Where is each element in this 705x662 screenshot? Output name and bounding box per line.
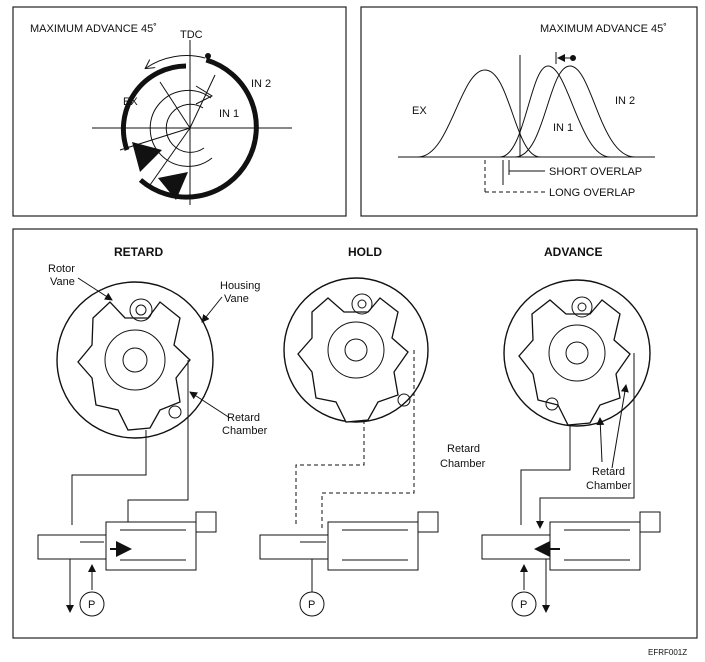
- chamber-label-2: Chamber: [222, 425, 268, 437]
- oil-line-advance-closed: [321, 350, 415, 528]
- connector: [195, 511, 217, 533]
- housing-label: Housing: [220, 280, 260, 292]
- solenoid-body: [105, 521, 197, 571]
- advance-section: ADVANCE Retard Chamber: [481, 245, 661, 617]
- bolt-hole: [545, 397, 559, 411]
- panel-title: MAXIMUM ADVANCE 45˚: [30, 23, 157, 35]
- valve-body: [259, 534, 329, 560]
- short-overlap-label: SHORT OVERLAP: [549, 166, 642, 178]
- in2-arc: [138, 57, 259, 200]
- retard-title: RETARD: [114, 245, 163, 259]
- lock-pin: [571, 296, 593, 318]
- ocv-solenoid: [481, 511, 661, 571]
- connector: [417, 511, 439, 533]
- chamber-label: Retard: [227, 412, 260, 424]
- lock-pin-inner: [577, 302, 587, 312]
- hub-center: [122, 347, 148, 373]
- long-overlap-label: LONG OVERLAP: [549, 187, 635, 199]
- valve-body: [481, 534, 551, 560]
- connector: [639, 511, 661, 533]
- lock-pin-inner: [357, 299, 367, 309]
- in2-label: IN 2: [615, 95, 635, 107]
- hold-phaser: [283, 277, 429, 423]
- lift-curve-drawing: [398, 52, 655, 193]
- retard-section: RETARD Rotor Vane Housing Vane Retard Ch…: [37, 245, 268, 617]
- housing-vane-pointer: [201, 296, 223, 323]
- pump-icon: [511, 591, 537, 617]
- solenoid-body: [327, 521, 419, 571]
- rotation-arrow-icon-2: [158, 172, 188, 200]
- lift-curve-panel: MAXIMUM ADVANCE 45˚ EX IN 1 IN 2 SHORT O…: [360, 6, 698, 217]
- housing-vane-label: Vane: [224, 293, 249, 305]
- ex-curve: [417, 69, 541, 158]
- chamber-pointer-2: [611, 384, 629, 469]
- advance-phaser: [503, 279, 651, 469]
- inner-arrow-icon: [195, 85, 214, 105]
- advance-arc: [146, 55, 206, 68]
- hub-ring: [104, 329, 166, 391]
- retard-phaser: [56, 277, 231, 439]
- in2-curve: [514, 65, 636, 158]
- rotor: [518, 299, 631, 426]
- chamber-label: Retard: [592, 466, 625, 478]
- timing-circle-drawing: [92, 40, 292, 205]
- hub-center: [344, 338, 368, 362]
- ocv-solenoid: [259, 511, 439, 571]
- ex-label: EX: [412, 105, 427, 117]
- bolt-hole: [168, 405, 182, 419]
- rotor-vane-pointer: [77, 277, 113, 301]
- inner-arc-2: [165, 103, 205, 153]
- inner-arc: [149, 89, 213, 167]
- radial-line: [149, 127, 191, 186]
- advance-title: ADVANCE: [544, 245, 602, 259]
- pump-label: P: [88, 599, 95, 611]
- in1-label: IN 1: [219, 108, 239, 120]
- radial-line: [119, 127, 191, 151]
- figure-code: EFRF001Z: [648, 648, 687, 657]
- rotor-label: Rotor: [48, 263, 75, 275]
- pump-icon: [299, 591, 325, 617]
- rotation-arrow-icon: [132, 142, 162, 172]
- in1-arc: [120, 63, 187, 151]
- oil-line-retard: [71, 430, 147, 525]
- oil-line-retard-closed: [295, 420, 365, 525]
- in1-curve: [499, 65, 611, 158]
- panel-title: MAXIMUM ADVANCE 45˚: [540, 23, 667, 35]
- tdc-label: TDC: [180, 29, 203, 41]
- solenoid-body: [549, 521, 641, 571]
- timing-circle-panel: MAXIMUM ADVANCE 45˚ TDC EX IN 1 IN 2: [12, 6, 347, 217]
- chamber-pointer: [596, 417, 605, 463]
- pump-label: P: [308, 599, 315, 611]
- lock-pin: [351, 293, 373, 315]
- bolt-hole: [397, 393, 411, 407]
- lock-pin: [129, 298, 153, 322]
- in1-label: IN 1: [553, 122, 573, 134]
- valve-body: [37, 534, 107, 560]
- chamber-label-2: Chamber: [586, 480, 632, 492]
- oil-line-advance: [127, 360, 189, 528]
- pump-icon: [79, 591, 105, 617]
- hub-ring: [548, 324, 606, 382]
- in2-label: IN 2: [251, 78, 271, 90]
- hub-center: [565, 341, 589, 365]
- chamber-label-2: Chamber: [440, 458, 486, 470]
- tdc-marker-dot: [205, 53, 211, 59]
- hold-title: HOLD: [348, 245, 382, 259]
- phaser-operation-panel: RETARD Rotor Vane Housing Vane Retard Ch…: [12, 228, 698, 639]
- radial-line: [159, 81, 191, 129]
- lock-pin-inner: [135, 304, 147, 316]
- chamber-pointer: [189, 391, 231, 419]
- ocv-solenoid: [37, 511, 217, 571]
- pump-label: P: [520, 599, 527, 611]
- hold-section: HOLD Retard Chamber: [259, 245, 486, 617]
- rotor-vane-label: Vane: [50, 276, 75, 288]
- oil-line-advance: [536, 353, 635, 529]
- oil-line-retard: [520, 425, 571, 525]
- radial-line: [189, 74, 216, 129]
- chamber-label: Retard: [447, 443, 480, 455]
- hub-ring: [327, 321, 385, 379]
